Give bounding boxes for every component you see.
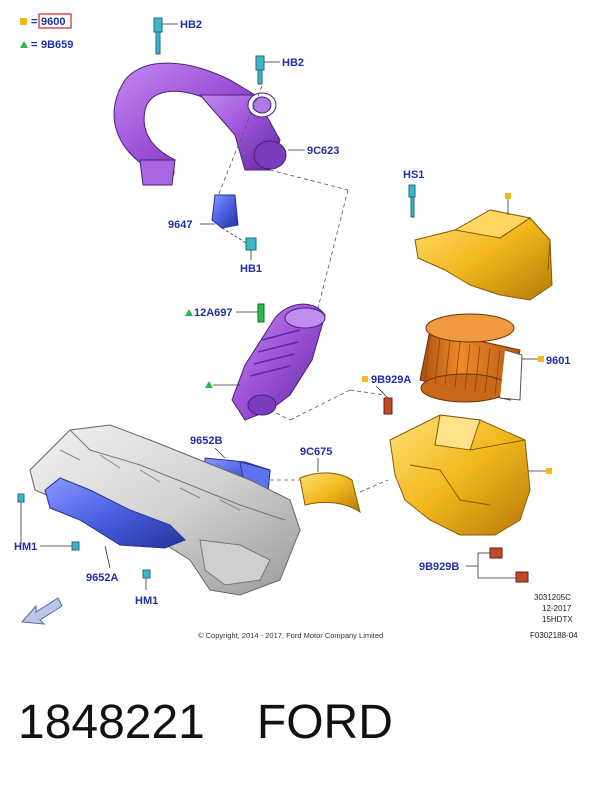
meta-line-3: 15HDTX (542, 615, 573, 624)
label-hm1-bottom: HM1 (135, 595, 158, 607)
bracket-9647 (200, 194, 239, 229)
square-marker-icon-2 (538, 356, 544, 362)
label-9c623: 9C623 (307, 145, 339, 157)
label-9647: 9647 (168, 219, 192, 231)
label-hb2-mid: HB2 (282, 57, 304, 69)
fastener-hb2-mid (255, 55, 280, 85)
footer-caption: 1848221 FORD (18, 688, 598, 758)
fastener-hb1 (221, 227, 257, 260)
legend-square-icon (20, 18, 27, 25)
triangle-marker-icon (185, 309, 193, 316)
square-marker-icon (505, 193, 511, 199)
legend-highlight-box (38, 13, 72, 29)
fastener-hb2-top (153, 17, 178, 55)
label-9601: 9601 (546, 355, 570, 367)
sensor-12a697 (185, 303, 265, 323)
air-cleaner-cover (414, 193, 553, 301)
air-filter-9601 (419, 313, 544, 403)
air-cleaner-housing-lower (389, 414, 552, 536)
fitting-9b929b (466, 547, 529, 583)
square-marker-icon-3 (362, 376, 368, 382)
label-hs1: HS1 (403, 169, 424, 181)
legend-equals-2: = (31, 39, 37, 51)
legend: = 9600 = 9B659 (20, 13, 73, 51)
legend-equals: = (31, 16, 37, 28)
part-number: 1848221 (18, 696, 205, 749)
air-intake-tube-lower (231, 303, 326, 421)
label-12a697: 12A697 (194, 307, 233, 319)
label-9b929b: 9B929B (419, 561, 459, 573)
meta-line-4: F0302188-04 (530, 631, 578, 640)
label-hb1: HB1 (240, 263, 262, 275)
square-marker-icon-4 (546, 468, 552, 474)
brand-name: FORD (256, 696, 393, 749)
radiator-support-panel (29, 424, 301, 596)
legend-triangle-code: 9B659 (41, 39, 73, 51)
legend-triangle-icon (20, 41, 28, 48)
seal-9c675 (299, 458, 361, 514)
leader-dashed-lines (217, 85, 389, 493)
air-duct-9652a (44, 477, 186, 569)
fastener-hm1-bottom (142, 569, 151, 590)
label-9b929a: 9B929A (371, 374, 411, 386)
fastener-hs1 (408, 184, 416, 218)
front-direction-arrow-icon (20, 597, 63, 625)
label-hm1-left: HM1 (14, 541, 37, 553)
meta-line-1: 3031205C (534, 593, 571, 602)
legend-square-code: 9600 (41, 16, 65, 28)
triangle-marker-icon-2 (205, 381, 213, 388)
meta-line-2: 12-2017 (542, 604, 572, 613)
fastener-hm1-left (17, 493, 80, 551)
parts-diagram: = 9600 = 9B659 HB2 HB2 9C623 9647 (14, 13, 578, 640)
fitting-9b929a (362, 376, 393, 415)
label-9652a: 9652A (86, 572, 118, 584)
label-9c675: 9C675 (300, 446, 332, 458)
copyright-text: © Copyright, 2014 - 2017, Ford Motor Com… (198, 631, 383, 640)
label-hb2-top: HB2 (180, 19, 202, 31)
label-9652b: 9652B (190, 435, 222, 447)
